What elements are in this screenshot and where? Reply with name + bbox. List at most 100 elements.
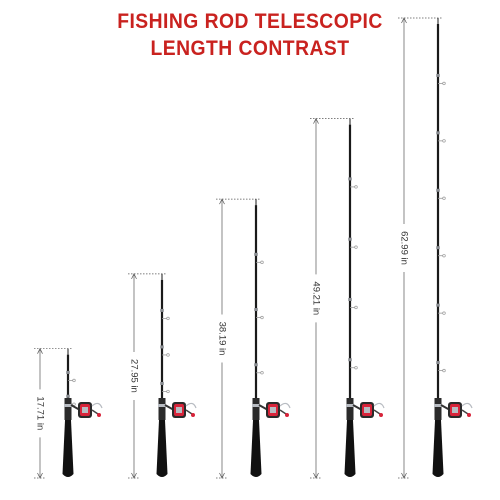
spinning-reel-icon [440, 402, 473, 418]
rod-joint [436, 303, 440, 307]
rod-joint [436, 246, 440, 250]
guide-ring-icon [166, 353, 170, 357]
rod-joint [436, 131, 440, 135]
dimension-line-5: 62.99 in [398, 17, 442, 479]
reel-bail [373, 402, 385, 409]
reel-handle-arm [185, 409, 193, 415]
arrow-up-icon [401, 17, 407, 24]
arrow-down-icon [37, 472, 43, 479]
reel-seat [434, 398, 442, 420]
rod-joint [66, 370, 70, 374]
rods-group: 17.71 in 27.95 in 38.19 in 49.21 in 62.99 in [34, 17, 473, 479]
reel-hub [176, 407, 182, 413]
guide-ring-icon [166, 316, 170, 321]
spinning-reel-icon [258, 402, 291, 418]
rod-handle [432, 420, 444, 477]
arrow-up-icon [37, 347, 43, 354]
rod-handle [250, 420, 262, 477]
length-label: 62.99 in [398, 231, 409, 265]
reel-seat [158, 398, 166, 420]
rod-handle [344, 420, 356, 477]
arrow-up-icon [313, 117, 319, 124]
guide-ring-icon [442, 81, 446, 86]
arrow-down-icon [401, 472, 407, 479]
title-line-2: LENGTH CONTRAST [150, 37, 350, 60]
dimension-line-4: 49.21 in [310, 117, 354, 479]
reel-hub [270, 407, 276, 413]
reel-handle-arm [91, 409, 99, 415]
reel-bail [279, 402, 291, 409]
rod-joint [348, 177, 352, 181]
guide-ring-icon [442, 196, 446, 200]
reel-handle-arm [279, 409, 287, 415]
arrow-down-icon [219, 472, 225, 479]
dimension-line-2: 27.95 in [128, 273, 166, 479]
rod-joint [348, 237, 352, 241]
rod-handle [62, 420, 74, 477]
rod-joint [436, 361, 440, 365]
rod-joint [254, 308, 258, 312]
reel-handle-arm [461, 409, 469, 415]
reel-handle-arm [373, 409, 381, 415]
rod-joint [160, 381, 164, 385]
page-title: FISHING ROD TELESCOPIC LENGTH CONTRAST [20, 8, 480, 62]
guide-ring-icon [354, 245, 358, 249]
rod-4: 49.21 in [310, 117, 385, 479]
guide-ring-icon [260, 371, 264, 375]
reel-seat-ring [252, 404, 260, 407]
rod-joint [160, 308, 164, 312]
length-label: 38.19 in [216, 322, 227, 356]
reel-seat-ring [64, 404, 72, 407]
reel-knob [467, 413, 471, 417]
rod-joint [348, 297, 352, 301]
rod-joint [160, 345, 164, 349]
rod-handle [156, 420, 168, 477]
reel-seat-ring [158, 404, 166, 407]
rod-joint [254, 363, 258, 367]
guide-ring-icon [442, 311, 446, 315]
reel-hub [452, 407, 458, 413]
guide-ring-icon [442, 254, 446, 258]
reel-seat [252, 398, 260, 420]
length-label: 27.95 in [128, 359, 139, 393]
guide-ring-icon [354, 366, 358, 370]
dimension-line-1: 17.71 in [34, 347, 72, 479]
spinning-reel-icon [70, 402, 103, 418]
rod-joint [436, 188, 440, 192]
reel-seat-ring [346, 404, 354, 407]
guide-ring-icon [442, 139, 446, 143]
reel-seat-ring [434, 404, 442, 407]
reel-knob [379, 413, 383, 417]
reel-knob [97, 413, 101, 417]
guide-ring-icon [166, 389, 170, 394]
arrow-down-icon [131, 472, 137, 479]
arrow-up-icon [219, 198, 225, 205]
rod-joint [254, 252, 258, 256]
reel-bail [461, 402, 473, 409]
rod-3: 38.19 in [216, 198, 291, 479]
guide-ring-icon [442, 368, 446, 373]
spinning-reel-icon [164, 402, 197, 418]
length-label: 17.71 in [34, 396, 45, 430]
rod-joint [348, 358, 352, 362]
reel-knob [191, 413, 195, 417]
reel-hub [364, 407, 370, 413]
arrow-up-icon [131, 273, 137, 280]
rod-1: 17.71 in [34, 347, 103, 479]
rod-5: 62.99 in [398, 17, 473, 479]
guide-ring-icon [260, 315, 264, 320]
guide-ring-icon [354, 305, 358, 310]
guide-ring-icon [72, 378, 76, 383]
reel-bail [185, 402, 197, 409]
reel-bail [91, 402, 103, 409]
reel-knob [285, 413, 289, 417]
length-label: 49.21 in [310, 281, 321, 315]
reel-seat [64, 398, 72, 420]
dimension-line-3: 38.19 in [216, 198, 260, 479]
guide-ring-icon [260, 260, 264, 264]
rod-2: 27.95 in [128, 273, 197, 479]
reel-hub [82, 407, 88, 413]
title-line-1: FISHING ROD TELESCOPIC [117, 10, 383, 33]
